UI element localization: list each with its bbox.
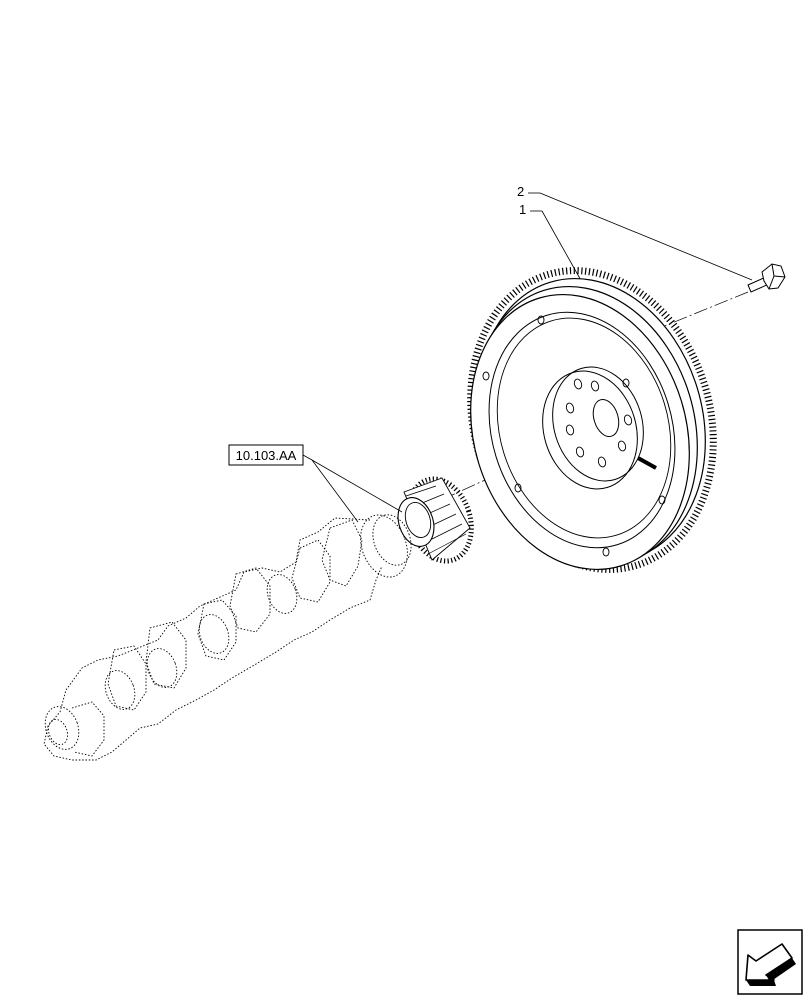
hub-bolt-holes (565, 378, 633, 468)
reference-leaders (302, 454, 403, 523)
reference-label: 10.103.AA (236, 448, 297, 463)
callout-2: 2 (517, 184, 524, 199)
bolt (747, 263, 786, 293)
callout-2-leader (528, 192, 753, 281)
crankshaft-gear (397, 476, 474, 564)
rim-bolt-holes (482, 315, 666, 557)
flywheel (467, 267, 717, 573)
callout-1: 1 (519, 202, 526, 217)
reference-box[interactable]: 10.103.AA (228, 444, 304, 466)
next-page-arrow-icon[interactable] (737, 929, 803, 995)
crankshaft-phantom (43, 514, 412, 761)
timing-mark (637, 456, 657, 470)
callout-1-leader (530, 210, 584, 285)
